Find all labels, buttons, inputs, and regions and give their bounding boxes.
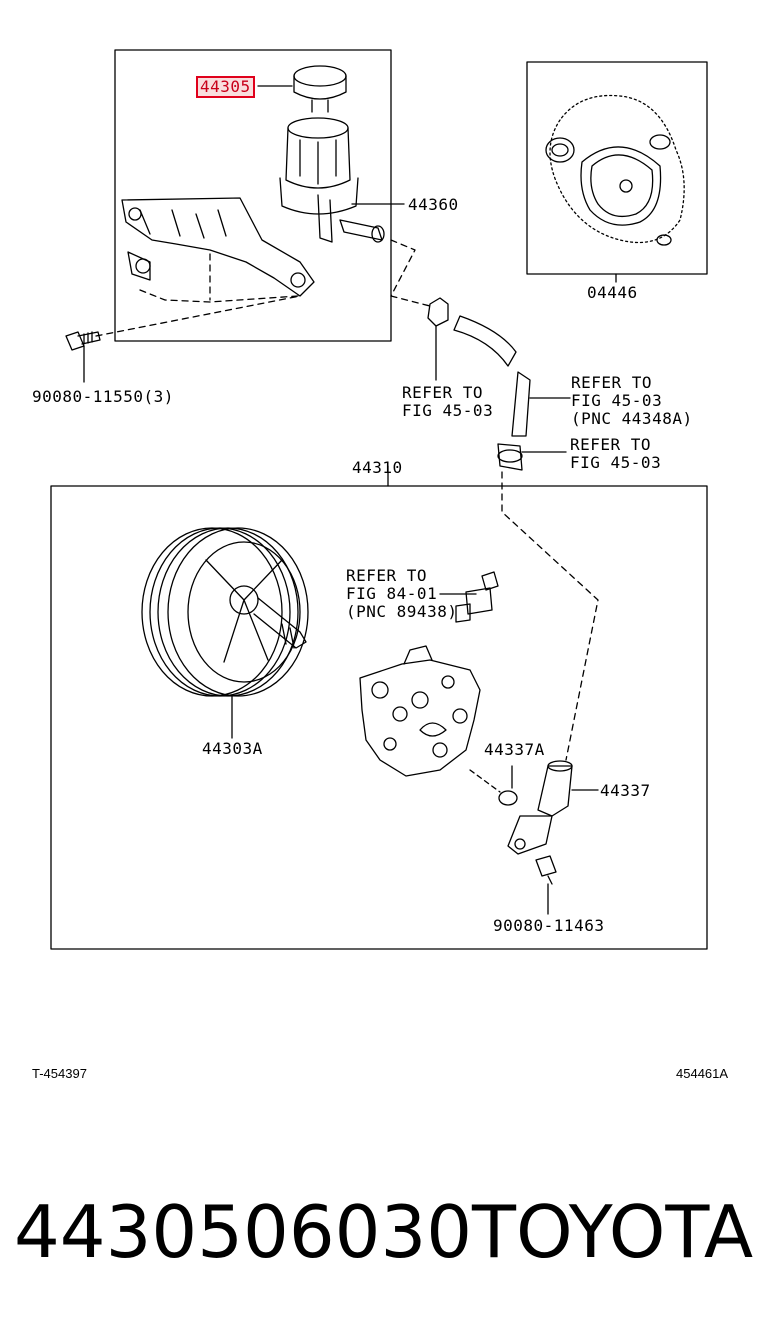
part-label-44310[interactable]: 44310 <box>352 458 403 477</box>
ref-line: (PNC 44348A) <box>571 409 693 428</box>
bolt-90080-11463 <box>535 855 557 885</box>
oring-dashed-line <box>469 769 501 793</box>
pump-pulley <box>141 527 309 697</box>
hose-assembly <box>427 297 531 471</box>
reservoir-cap <box>293 65 347 113</box>
ref-line: (PNC 89438) <box>346 602 458 621</box>
reservoir-dashed-lines <box>95 239 431 337</box>
gasket-kit-parts <box>545 94 685 246</box>
illustration-code-right: 454461A <box>676 1066 729 1081</box>
reservoir-bracket <box>121 197 315 297</box>
footer-part-number: 4430506030 <box>14 1190 473 1274</box>
ref-line: FIG 45-03 <box>402 401 494 420</box>
part-label-44337A[interactable]: 44337A <box>484 740 545 759</box>
ref-line: FIG 84-01 <box>346 584 438 603</box>
illustration-code-left: T-454397 <box>32 1066 87 1081</box>
pressure-line-route <box>501 471 599 761</box>
oring-44337A <box>498 790 518 806</box>
part-label-44337[interactable]: 44337 <box>600 781 651 800</box>
pump-assembly-frame <box>50 485 708 950</box>
ref-line: FIG 45-03 <box>571 391 663 410</box>
union-fitting-44337 <box>507 760 573 855</box>
part-label-44305[interactable]: 44305 <box>196 76 255 98</box>
part-label-04446[interactable]: 04446 <box>587 283 638 302</box>
ref-line: REFER TO <box>402 383 484 402</box>
ref-line: REFER TO <box>570 435 652 454</box>
footer-brand: TOYOTA <box>472 1190 754 1274</box>
reservoir-tank <box>279 117 385 243</box>
pressure-switch <box>455 571 499 623</box>
ref-line: FIG 45-03 <box>570 453 662 472</box>
part-label-90080-11463[interactable]: 90080-11463 <box>493 916 605 935</box>
ref-line: REFER TO <box>346 566 428 585</box>
ref-line: REFER TO <box>571 373 653 392</box>
part-label-44303A[interactable]: 44303A <box>202 739 263 758</box>
reservoir-group-frame <box>114 49 392 342</box>
part-label-90080-11550[interactable]: 90080-11550(3) <box>32 387 174 406</box>
pump-body <box>359 645 481 777</box>
part-label-44360[interactable]: 44360 <box>408 195 459 214</box>
gasket-kit-frame <box>526 61 708 275</box>
bolt-90080-11550 <box>65 331 101 351</box>
